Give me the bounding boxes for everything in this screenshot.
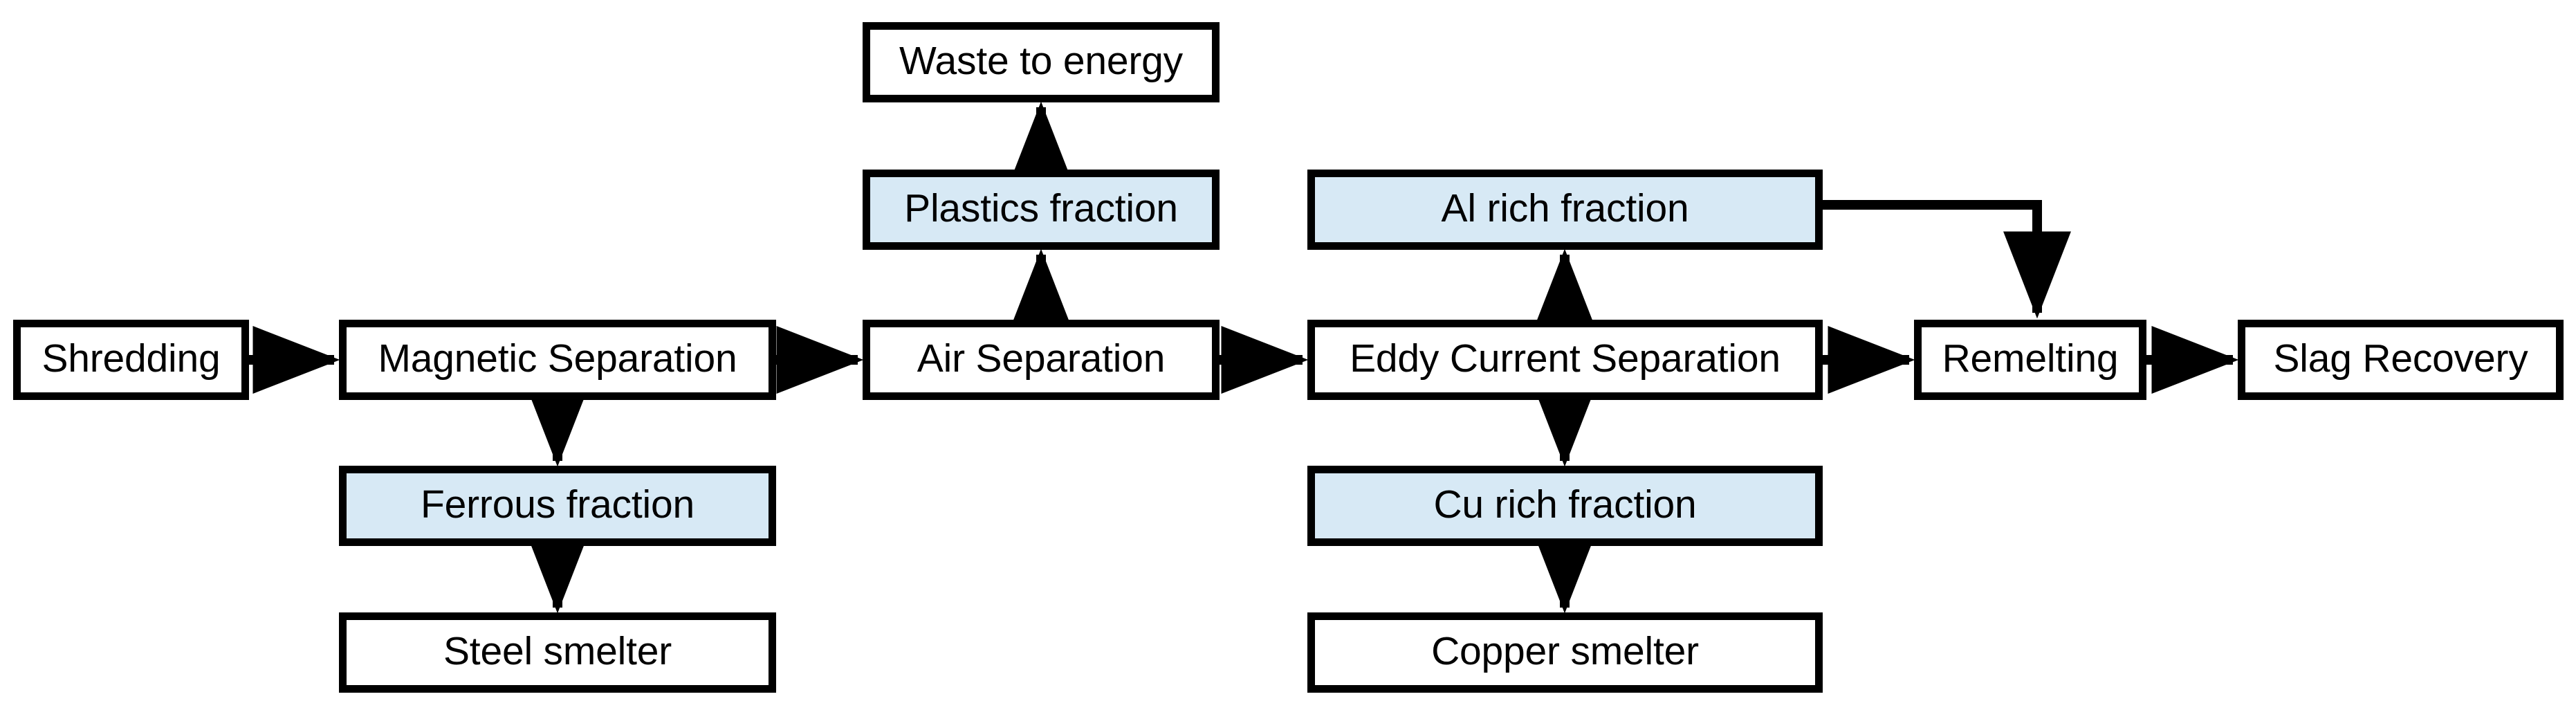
node-label-waste-to-energy: Waste to energy	[899, 39, 1183, 83]
node-waste-to-energy[interactable]: Waste to energy	[863, 22, 1220, 102]
node-shredding[interactable]: Shredding	[13, 320, 249, 400]
node-ferrous-fraction[interactable]: Ferrous fraction	[339, 466, 776, 546]
node-label-eddy-current-separation: Eddy Current Separation	[1350, 336, 1781, 381]
node-label-steel-smelter: Steel smelter	[443, 629, 672, 673]
node-al-rich-fraction[interactable]: Al rich fraction	[1307, 170, 1823, 250]
node-plastics-fraction[interactable]: Plastics fraction	[863, 170, 1220, 250]
node-label-copper-smelter: Copper smelter	[1431, 629, 1699, 673]
node-label-shredding: Shredding	[42, 336, 221, 381]
node-slag-recovery[interactable]: Slag Recovery	[2238, 320, 2564, 400]
node-cu-rich-fraction[interactable]: Cu rich fraction	[1307, 466, 1823, 546]
node-label-al-rich-fraction: Al rich fraction	[1441, 186, 1689, 230]
node-magnetic-separation[interactable]: Magnetic Separation	[339, 320, 776, 400]
node-eddy-current-separation[interactable]: Eddy Current Separation	[1307, 320, 1823, 400]
edge-al-rich-fraction-to-remelting	[1823, 200, 2071, 319]
node-label-slag-recovery: Slag Recovery	[2273, 336, 2528, 381]
node-label-plastics-fraction: Plastics fraction	[904, 186, 1178, 230]
node-label-air-separation: Air Separation	[917, 336, 1166, 381]
node-label-ferrous-fraction: Ferrous fraction	[421, 482, 694, 527]
node-steel-smelter[interactable]: Steel smelter	[339, 612, 776, 693]
node-copper-smelter[interactable]: Copper smelter	[1307, 612, 1823, 693]
node-label-cu-rich-fraction: Cu rich fraction	[1433, 482, 1697, 527]
node-label-remelting: Remelting	[1942, 336, 2119, 381]
node-air-separation[interactable]: Air Separation	[863, 320, 1220, 400]
node-label-magnetic-separation: Magnetic Separation	[378, 336, 737, 381]
node-remelting[interactable]: Remelting	[1914, 320, 2146, 400]
